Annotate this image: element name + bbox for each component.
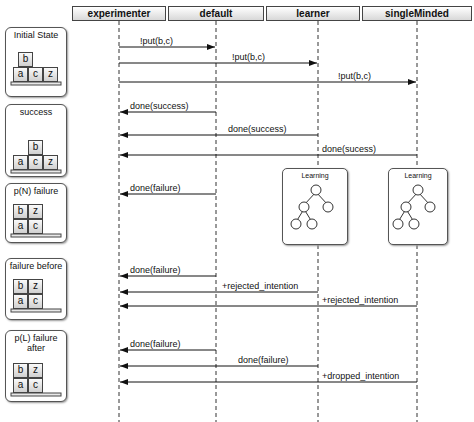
block-letter: a xyxy=(14,220,27,232)
state-title: failure before xyxy=(8,261,64,271)
block-box: a xyxy=(13,67,28,82)
message-label: !put(b,c) xyxy=(338,71,371,81)
learning-title: Learning xyxy=(283,172,347,179)
block-letter: a xyxy=(14,379,27,391)
state-panel: p(N) failure bzac xyxy=(5,183,67,243)
block-box: z xyxy=(28,204,43,219)
block-box: z xyxy=(28,279,43,294)
message-label: done(sucess) xyxy=(322,144,376,154)
block-letter: a xyxy=(14,68,27,80)
block-letter: b xyxy=(14,280,27,292)
lifeline-header: learner xyxy=(266,6,360,21)
block-letter: a xyxy=(14,295,27,307)
block-letter: b xyxy=(14,364,27,376)
state-panel: success bacz xyxy=(5,104,67,177)
message-label: done(failure) xyxy=(238,355,289,365)
message-label: done(success) xyxy=(228,124,287,134)
message-label: +dropped_intention xyxy=(322,371,399,381)
state-panel: Initial State bacz xyxy=(5,27,67,97)
block-box: b xyxy=(13,363,28,378)
block-letter: c xyxy=(29,379,42,391)
learning-box: Learning xyxy=(282,168,348,245)
block-box: z xyxy=(43,155,58,170)
block-box: a xyxy=(13,294,28,309)
block-box: c xyxy=(28,67,43,82)
block-box: c xyxy=(28,155,43,170)
block-box: c xyxy=(28,219,43,234)
block-letter: b xyxy=(14,205,27,217)
lifeline-header: experimenter xyxy=(72,6,166,21)
message-arrow xyxy=(119,47,417,382)
block-box: a xyxy=(13,155,28,170)
block-letter: z xyxy=(44,68,57,80)
block-box: c xyxy=(28,378,43,393)
state-title: p(N) failure xyxy=(8,186,64,196)
state-panel: p(L) failure after bzac xyxy=(5,330,67,402)
block-letter: c xyxy=(29,156,42,168)
block-letter: z xyxy=(29,205,42,217)
block-letter: z xyxy=(29,364,42,376)
message-label: done(failure) xyxy=(130,339,181,349)
actor-name: singleMinded xyxy=(363,7,471,20)
block-letter: c xyxy=(29,220,42,232)
state-title: p(L) failure after xyxy=(8,333,64,353)
lifeline-header: singleMinded xyxy=(362,6,472,21)
message-label: !put(b,c) xyxy=(232,52,265,62)
block-letter: a xyxy=(14,156,27,168)
lifeline xyxy=(119,21,417,422)
lifeline-header: default xyxy=(168,6,264,21)
message-label: done(success) xyxy=(130,101,189,111)
message-label: +rejected_intention xyxy=(222,281,298,291)
learning-title: Learning xyxy=(389,172,447,179)
block-box: z xyxy=(43,67,58,82)
block-box: b xyxy=(18,52,33,67)
block-letter: b xyxy=(29,141,42,153)
block-box: b xyxy=(28,140,43,155)
block-box: b xyxy=(13,204,28,219)
block-letter: z xyxy=(29,280,42,292)
table-shelf xyxy=(11,82,61,396)
actor-name: experimenter xyxy=(73,7,165,20)
block-letter: z xyxy=(44,156,57,168)
state-panel: failure before bzac xyxy=(5,258,67,320)
block-box: b xyxy=(13,279,28,294)
block-letter: b xyxy=(19,53,32,65)
state-title: Initial State xyxy=(8,30,64,40)
learning-box: Learning xyxy=(388,168,448,245)
block-letter: c xyxy=(29,295,42,307)
message-label: done(failure) xyxy=(130,265,181,275)
actor-name: default xyxy=(169,7,263,20)
block-box: a xyxy=(13,378,28,393)
block-letter: c xyxy=(29,68,42,80)
message-label: !put(b,c) xyxy=(140,36,173,46)
tree-node xyxy=(291,185,435,229)
actor-name: learner xyxy=(267,7,359,20)
tree-edge xyxy=(296,192,430,222)
block-box: a xyxy=(13,219,28,234)
block-box: c xyxy=(28,294,43,309)
message-label: +rejected_intention xyxy=(322,295,398,305)
message-label: done(failure) xyxy=(130,183,181,193)
state-title: success xyxy=(8,107,64,117)
block-box: z xyxy=(28,363,43,378)
